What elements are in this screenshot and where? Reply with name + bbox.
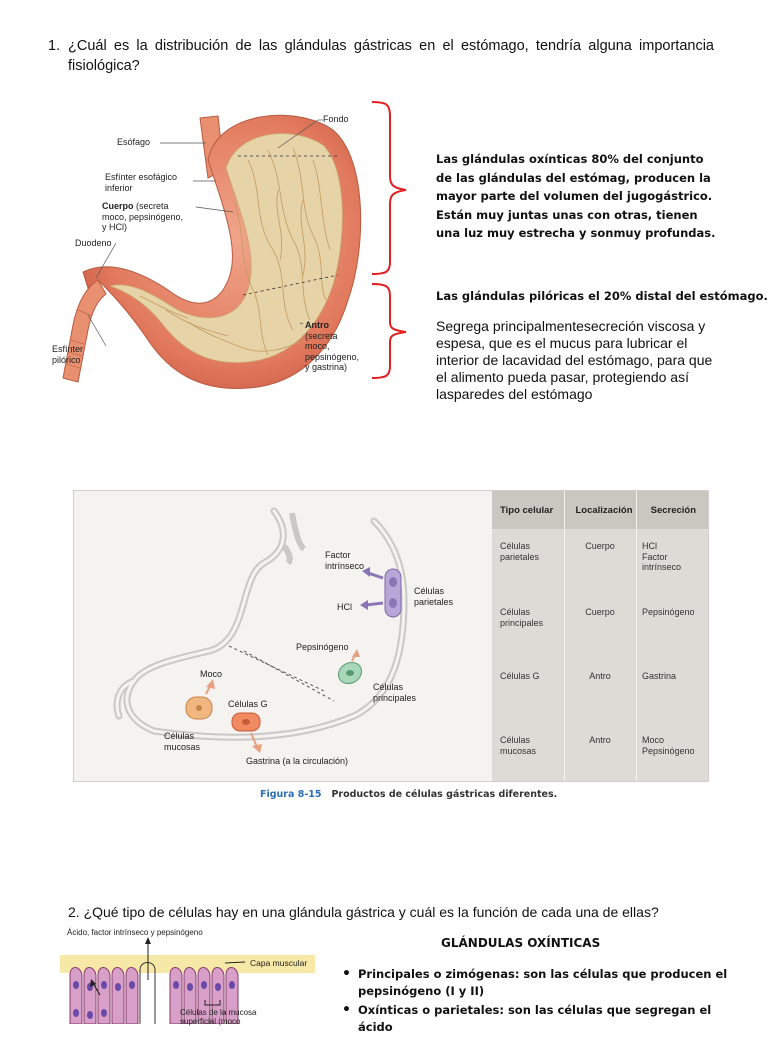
- question-2: 2. ¿Qué tipo de células hay en una glánd…: [68, 904, 659, 920]
- cell-localizacion: Cuerpo: [568, 607, 632, 618]
- cell-secrecion: Gastrina: [642, 671, 706, 682]
- duodenum-shape: [63, 280, 106, 382]
- oxinticas-bullet-list: Principales o zimógenas: son las células…: [336, 966, 728, 1038]
- principal-cell: [335, 658, 366, 687]
- gland-label-mucosa: Células de la mucosa superficial (moco: [180, 1008, 256, 1026]
- cell-localizacion: Cuerpo: [568, 541, 632, 552]
- figure-caption: Figura 8-15 Productos de células gástric…: [260, 789, 557, 800]
- table-header-tipo: Tipo celular: [492, 505, 569, 516]
- cells-diagram: [74, 491, 494, 781]
- figure-caption-text: Productos de células gástricas diferente…: [331, 789, 557, 800]
- cell-tipo: Células G: [500, 671, 562, 682]
- cell-localizacion: Antro: [568, 735, 632, 746]
- table-row: Células G Antro Gastrina: [492, 659, 708, 723]
- cells-table: Tipo celular Localización Secreción Célu…: [492, 491, 708, 781]
- table-header-localizacion: Localización: [569, 505, 638, 516]
- label-cuerpo: Cuerpo (secreta moco, pepsinógeno, y HCl…: [102, 201, 183, 233]
- bullet-oxinticas: Oxínticas o parietales: son las células …: [358, 1002, 728, 1036]
- brace-lower: [372, 284, 406, 378]
- parietal-cell: [385, 569, 401, 617]
- diagram-label-moco: Moco: [200, 669, 222, 680]
- red-braces: [366, 96, 416, 386]
- question-1: 1. ¿Cuál es la distribución de las glánd…: [48, 36, 714, 76]
- figure-caption-number: Figura 8-15: [260, 789, 322, 800]
- label-esofago: Esófago: [117, 137, 150, 148]
- diagram-label-parietales: Células parietales: [414, 586, 453, 607]
- bullet-principales: Principales o zimógenas: son las células…: [358, 966, 728, 1000]
- oxinticas-note: Las glándulas oxínticas 80% del conjunto…: [436, 150, 716, 243]
- mucous-cell: [186, 697, 212, 719]
- diagram-label-gastrina: Gastrina (a la circulación): [246, 756, 348, 767]
- diagram-label-hcl: HCl: [337, 602, 352, 613]
- bullet-list: Principales o zimógenas: son las células…: [336, 966, 728, 1036]
- table-header-secrecion: Secreción: [639, 505, 708, 516]
- diagram-label-celulas-g: Células G: [228, 699, 268, 710]
- gland-label-capa: Capa muscular: [250, 958, 307, 969]
- figure-8-15: Factor intrínseco HCl Células parietales…: [73, 490, 709, 782]
- label-duodeno: Duodeno: [75, 238, 112, 249]
- label-esfinter-pilorico: Esfínter pilórico: [52, 344, 83, 365]
- label-fondo: Fondo: [323, 114, 349, 125]
- piloricas-title: Las glándulas pilóricas el 20% distal de…: [436, 287, 736, 306]
- cell-secrecion: Pepsinógeno: [642, 607, 706, 618]
- cell-localizacion: Antro: [568, 671, 632, 682]
- diagram-label-pepsinogeno: Pepsinógeno: [296, 642, 349, 653]
- diagram-label-factor: Factor intrínseco: [325, 550, 364, 571]
- label-esfinter-esofagico: Esfínter esofágico inferior: [105, 172, 177, 193]
- brace-upper: [372, 102, 406, 274]
- diagram-label-principales: Células principales: [373, 682, 416, 703]
- question-1-text: ¿Cuál es la distribución de las glándula…: [68, 36, 714, 76]
- table-header: Tipo celular Localización Secreción: [492, 491, 708, 529]
- label-antro: Antro (secreta moco, pepsinógeno, y gast…: [305, 320, 359, 373]
- g-cell: [232, 713, 260, 731]
- oxinticas-title: GLÁNDULAS OXÍNTICAS: [441, 936, 600, 950]
- diagram-label-mucosas: Células mucosas: [164, 731, 200, 752]
- question-1-number: 1.: [48, 36, 60, 56]
- piloricas-text: Segrega principalmentesecreción viscosa …: [436, 318, 721, 403]
